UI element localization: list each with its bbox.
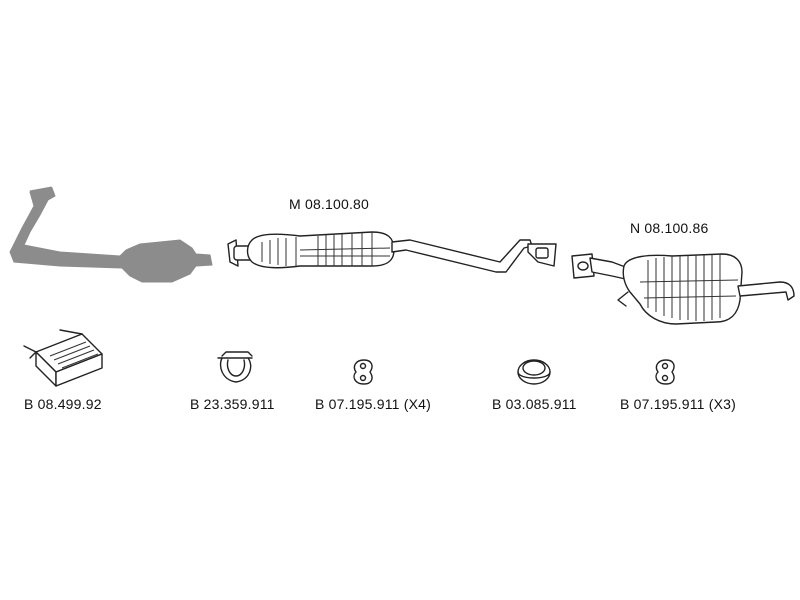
rear-silencer [571,253,795,325]
rubber-ring-icon [353,359,373,385]
gasket-code: B 03.085.911 [492,396,577,412]
rubber-ring-icon [655,359,675,385]
rear-silencer-code: N 08.100.86 [630,220,709,236]
main-silencer [227,231,557,273]
mounting-kit-code: B 08.499.92 [24,396,102,412]
clamp-code: B 23.359.911 [190,396,275,412]
clamp-icon [217,351,253,383]
rubber-ring-a-code: B 07.195.911 (X4) [315,396,431,412]
mounting-kit-box-icon [23,329,103,387]
main-silencer-code: M 08.100.80 [289,196,370,212]
gasket-icon [517,359,551,385]
rubber-ring-b-code: B 07.195.911 (X3) [620,396,736,412]
front-pipe-catalytic-converter [9,186,213,283]
